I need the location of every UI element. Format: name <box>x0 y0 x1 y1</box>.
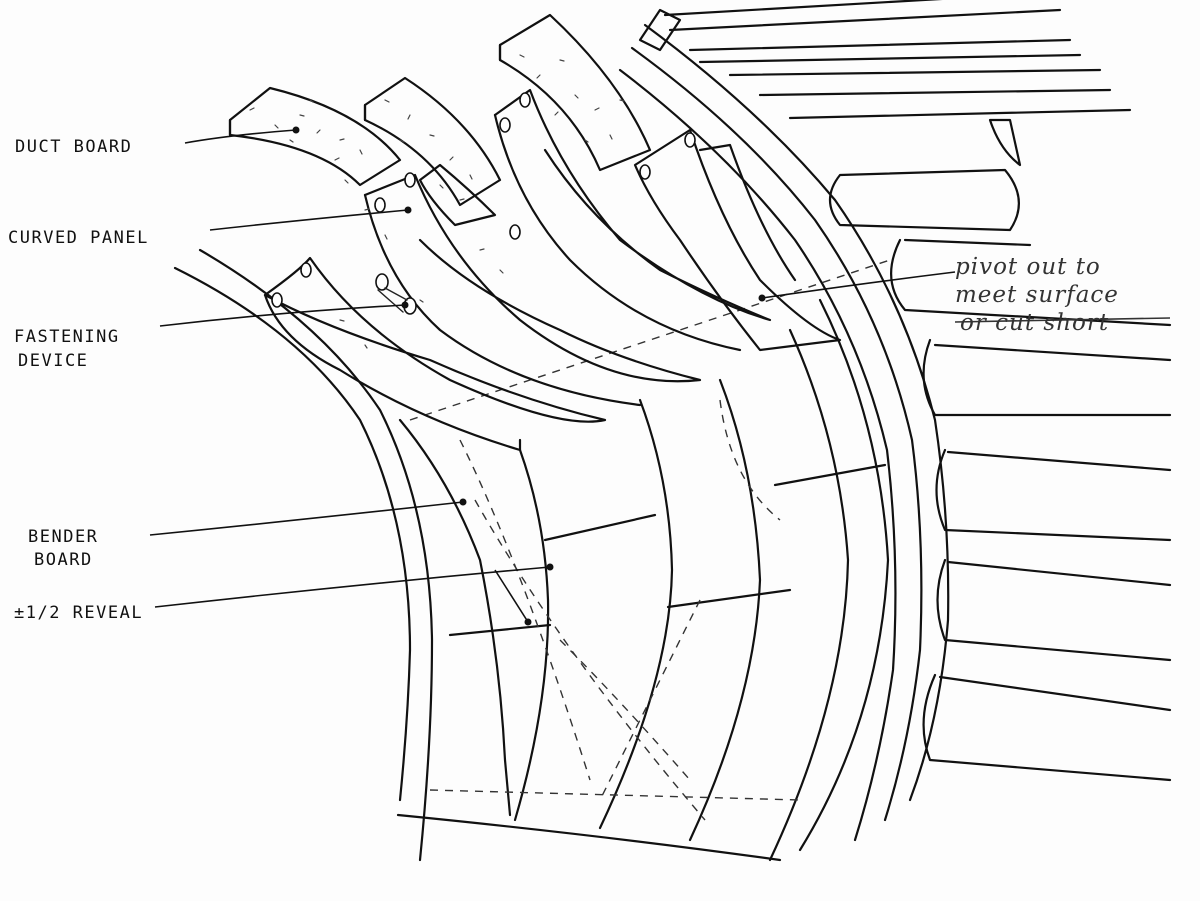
bender-board-bands <box>173 248 891 862</box>
label-board: BOARD <box>34 550 93 570</box>
log-wall <box>618 0 1172 842</box>
note-line-3-struck: or cut short <box>960 310 1109 336</box>
label-reveal: ±1/2 REVEAL <box>14 603 143 623</box>
fastening-device <box>375 273 417 315</box>
note-strikethrough <box>954 317 1171 323</box>
labels: DUCT BOARD CURVED PANEL FASTENING DEVICE… <box>8 137 149 623</box>
handwritten-note: pivot out to meet surface or cut short <box>954 254 1171 336</box>
note-line-1: pivot out to <box>955 254 1101 280</box>
note-line-2: meet surface <box>955 282 1119 308</box>
label-curved-panel: CURVED PANEL <box>8 228 149 248</box>
label-device: DEVICE <box>18 351 88 371</box>
leaders <box>149 126 956 626</box>
label-fastening: FASTENING <box>14 327 120 347</box>
curved-panels <box>263 88 842 452</box>
label-duct-board: DUCT BOARD <box>15 137 132 157</box>
duct-boards <box>228 13 652 349</box>
label-bender: BENDER <box>28 527 98 547</box>
